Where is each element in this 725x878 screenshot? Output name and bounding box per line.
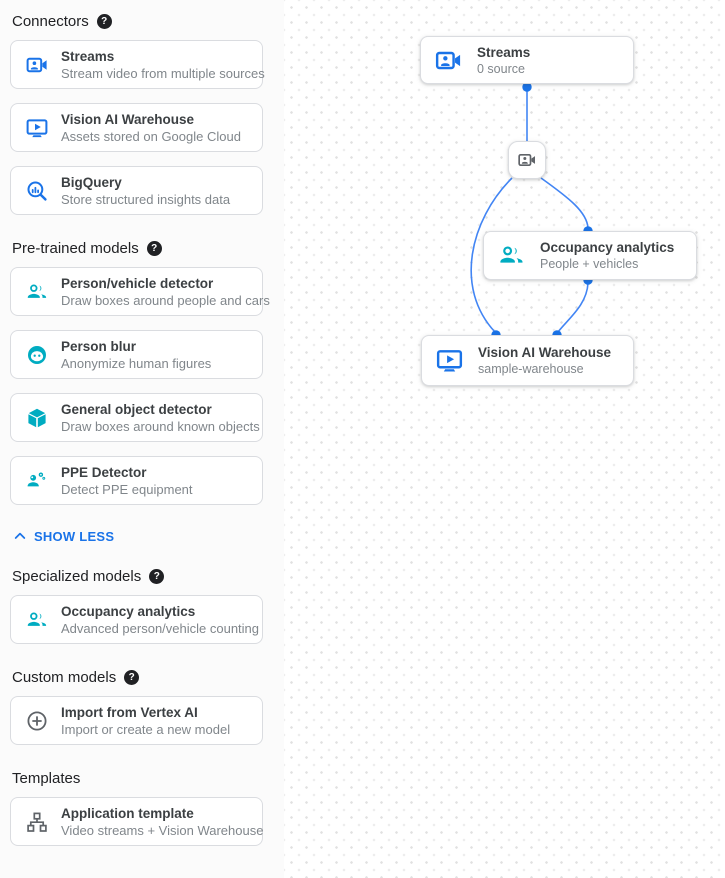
vision-warehouse-icon xyxy=(435,346,464,375)
show-less-button[interactable]: SHOW LESS xyxy=(12,528,114,544)
person-blur-icon xyxy=(25,343,49,367)
bigquery-icon xyxy=(25,179,49,203)
node-title: Streams xyxy=(477,44,531,60)
node-subtitle: sample-warehouse xyxy=(478,362,584,376)
person-vehicle-icon xyxy=(25,280,49,304)
graph-edges xyxy=(470,82,593,340)
card-streams[interactable]: Streams Stream video from multiple sourc… xyxy=(10,40,265,89)
section-header-templates: Templates xyxy=(12,770,284,787)
section-header-connectors: Connectors xyxy=(12,13,284,30)
import-vertex-icon xyxy=(25,709,49,733)
streams-icon xyxy=(434,46,463,75)
card-title: BigQuery xyxy=(61,174,122,190)
help-icon[interactable] xyxy=(96,14,112,29)
card-import-from-vertex-ai[interactable]: Import from Vertex AI Import or create a… xyxy=(10,696,263,745)
occupancy-icon xyxy=(497,241,526,270)
card-application-template[interactable]: Application template Video streams + Vis… xyxy=(10,797,263,846)
card-subtitle: Detect PPE equipment xyxy=(61,481,193,497)
card-person-vehicle-detector[interactable]: Person/vehicle detector Draw boxes aroun… xyxy=(10,267,270,316)
card-subtitle: Video streams + Vision Warehouse xyxy=(61,822,264,838)
card-title: Vision AI Warehouse xyxy=(61,111,195,127)
card-title: Application template xyxy=(61,805,194,821)
help-icon[interactable] xyxy=(124,670,140,685)
card-subtitle: Anonymize human figures xyxy=(61,355,212,371)
card-subtitle: Advanced person/vehicle counting xyxy=(61,620,260,636)
card-title: Person/vehicle detector xyxy=(61,275,214,291)
section-title: Connectors xyxy=(12,13,89,30)
show-less-label: SHOW LESS xyxy=(34,528,115,544)
edge-camera-occupancy xyxy=(540,177,589,229)
section-header-pretrained-models: Pre-trained models xyxy=(12,240,284,257)
component-sidebar: Connectors Streams Stream video from mul… xyxy=(0,0,284,878)
streams-icon xyxy=(25,53,49,77)
video-camera-icon xyxy=(517,150,537,170)
card-occupancy-analytics[interactable]: Occupancy analytics Advanced person/vehi… xyxy=(10,595,263,644)
card-title: Occupancy analytics xyxy=(61,603,196,619)
card-title: Import from Vertex AI xyxy=(61,704,198,720)
help-icon[interactable] xyxy=(146,241,162,256)
object-detector-icon xyxy=(25,406,49,430)
card-title: General object detector xyxy=(61,401,212,417)
edge-occupancy-warehouse xyxy=(557,282,589,333)
node-vision-ai-warehouse[interactable]: Vision AI Warehouse sample-warehouse xyxy=(421,335,634,386)
chevron-up-icon xyxy=(12,528,28,544)
card-general-object-detector[interactable]: General object detector Draw boxes aroun… xyxy=(10,393,263,442)
node-subtitle: 0 source xyxy=(477,61,525,76)
section-title: Specialized models xyxy=(12,568,142,585)
card-subtitle: Draw boxes around known objects xyxy=(61,418,260,434)
node-subtitle: People + vehicles xyxy=(540,257,639,271)
card-title: PPE Detector xyxy=(61,464,147,480)
card-subtitle: Stream video from multiple sources xyxy=(61,65,265,81)
ppe-detector-icon xyxy=(25,469,49,493)
help-icon[interactable] xyxy=(149,569,165,584)
card-subtitle: Draw boxes around people and cars xyxy=(61,292,270,308)
card-bigquery[interactable]: BigQuery Store structured insights data xyxy=(10,166,263,215)
card-vision-ai-warehouse[interactable]: Vision AI Warehouse Assets stored on Goo… xyxy=(10,103,263,152)
section-title: Pre-trained models xyxy=(12,240,139,257)
section-title: Custom models xyxy=(12,669,117,686)
node-title: Vision AI Warehouse xyxy=(478,345,612,360)
node-title: Occupancy analytics xyxy=(540,240,675,255)
graph-canvas[interactable]: Streams 0 source Occupancy analytics Peo… xyxy=(284,0,725,878)
section-title: Templates xyxy=(12,770,81,787)
card-title: Person blur xyxy=(61,338,137,354)
card-subtitle: Import or create a new model xyxy=(61,721,231,737)
card-subtitle: Assets stored on Google Cloud xyxy=(61,128,241,144)
node-occupancy-analytics[interactable]: Occupancy analytics People + vehicles xyxy=(483,231,697,280)
occupancy-icon xyxy=(25,608,49,632)
section-header-custom-models: Custom models xyxy=(12,669,284,686)
node-streams[interactable]: Streams 0 source xyxy=(420,36,634,84)
application-template-icon xyxy=(25,810,49,834)
card-subtitle: Store structured insights data xyxy=(61,191,231,207)
section-header-specialized-models: Specialized models xyxy=(12,568,284,585)
card-ppe-detector[interactable]: PPE Detector Detect PPE equipment xyxy=(10,456,263,505)
node-stream-source[interactable] xyxy=(508,141,546,179)
card-title: Streams xyxy=(61,48,115,64)
card-person-blur[interactable]: Person blur Anonymize human figures xyxy=(10,330,263,379)
vision-warehouse-icon xyxy=(25,116,49,140)
